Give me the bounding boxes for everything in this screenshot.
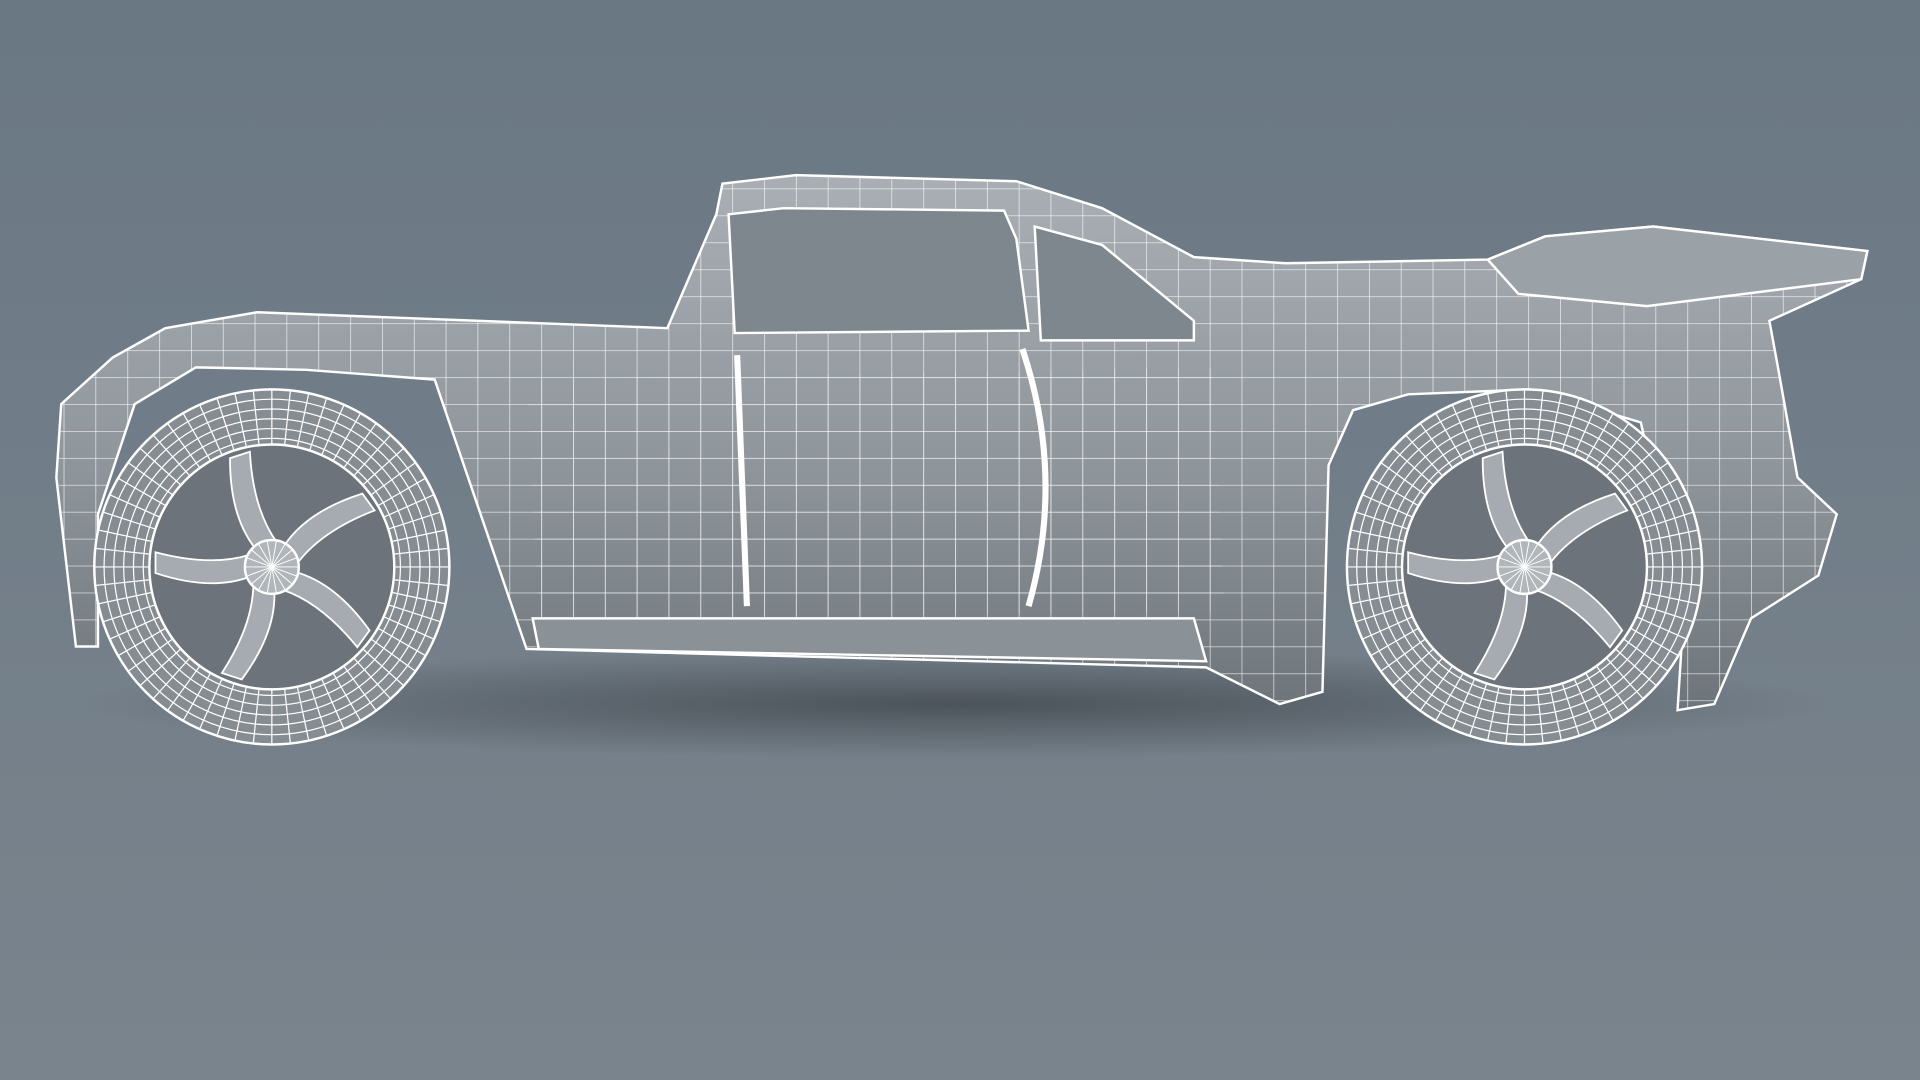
spoke [282,492,377,566]
spoke [1481,450,1531,551]
side-skirt [531,617,1208,663]
spoke [1533,570,1624,649]
spoke [1535,492,1629,566]
rear-wheel [1345,388,1704,746]
spoke [1473,582,1528,681]
front-wheel [93,388,451,746]
spoke [1407,551,1504,585]
spoke [229,450,279,551]
spoke [280,570,371,649]
spoke [220,582,276,681]
rear-spoiler [1485,225,1869,308]
window-side [727,206,1030,335]
car-body [55,173,1869,712]
door-seams [734,348,1049,607]
window-rear [1033,224,1196,342]
spoke [154,551,251,585]
